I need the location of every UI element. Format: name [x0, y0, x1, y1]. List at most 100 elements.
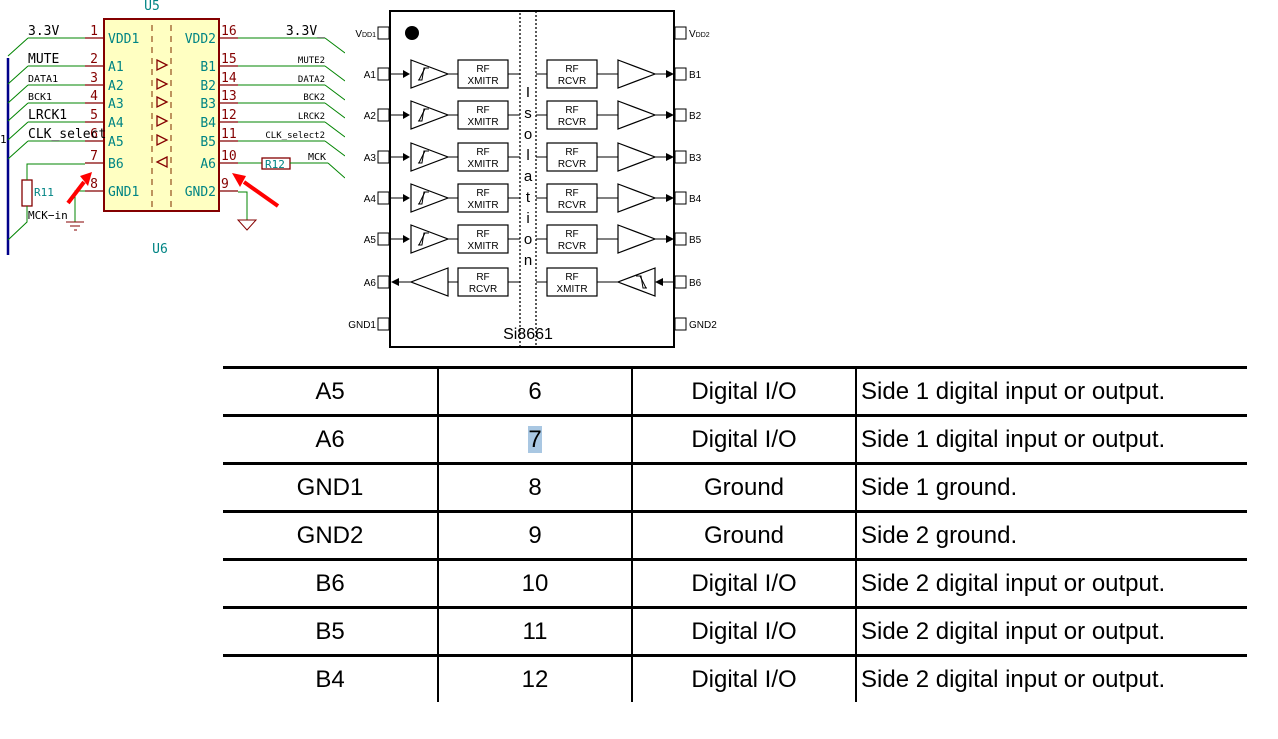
cell-text[interactable]: Digital I/O: [691, 665, 797, 693]
pin-number: 7: [90, 149, 98, 164]
pin-name-cell: GND1: [223, 462, 438, 513]
table-row: B4 12 Digital I/O Side 2 digital input or o…: [223, 654, 1247, 702]
pin-name: A4: [108, 116, 124, 131]
svg-text:a: a: [524, 168, 533, 185]
cell-text[interactable]: A6: [315, 425, 345, 453]
cell-text[interactable]: Ground: [703, 521, 785, 549]
schmitt-buffer-icon: [410, 59, 450, 89]
schmitt-buffer-icon: [410, 183, 450, 213]
pin-B1: B1: [674, 67, 702, 81]
ref-u6: U6: [152, 242, 168, 257]
svg-text:XMITR: XMITR: [467, 117, 498, 128]
pin-name-cell: B6: [223, 558, 438, 609]
pin-name: B1: [200, 60, 216, 75]
net-label: 3.3V: [28, 24, 59, 39]
svg-text:RF: RF: [476, 188, 489, 199]
pin-number: 2: [90, 52, 98, 67]
pin-A1: A1: [364, 67, 390, 81]
cell-text[interactable]: 10: [521, 569, 549, 597]
svg-text:A1: A1: [364, 70, 377, 81]
pin-name: B4: [200, 116, 216, 131]
pin-B5: B5: [674, 232, 702, 246]
cell-text[interactable]: 6: [528, 377, 542, 405]
part-number: Si8661: [503, 326, 553, 343]
svg-text:n: n: [524, 252, 532, 269]
output-buffer-icon: [617, 142, 657, 172]
svg-text:VDD2: VDD2: [689, 29, 710, 40]
svg-text:B6: B6: [689, 278, 702, 289]
cell-text[interactable]: B4: [315, 665, 345, 693]
cell-text[interactable]: Digital I/O: [691, 569, 797, 597]
table-row: GND1 8 Ground Side 1 ground.: [223, 462, 1247, 513]
pin-B2: B2: [674, 108, 702, 122]
pin-type-cell: Digital I/O: [631, 414, 856, 465]
pin-description-cell: Side 1 ground.: [855, 462, 1247, 513]
cell-text[interactable]: Digital I/O: [691, 617, 797, 645]
svg-text:XMITR: XMITR: [556, 284, 587, 295]
cell-text[interactable]: 7: [528, 425, 542, 453]
cell-text[interactable]: A5: [315, 377, 345, 405]
cell-text[interactable]: Side 2 ground.: [861, 521, 1018, 549]
cell-text[interactable]: 9: [528, 521, 542, 549]
pin-number: 3: [90, 71, 98, 86]
cell-text[interactable]: Digital I/O: [691, 425, 797, 453]
pin-number: 1: [90, 24, 98, 39]
table-row: B5 11 Digital I/O Side 2 digital input or o…: [223, 606, 1247, 657]
cell-text[interactable]: Side 1 digital input or output.: [861, 425, 1166, 453]
net-label: MUTE: [28, 52, 59, 67]
svg-text:B1: B1: [689, 70, 702, 81]
vdd2-pin: VDD2: [674, 26, 710, 40]
pin-name: B6: [108, 157, 124, 172]
cell-text[interactable]: B6: [315, 569, 345, 597]
pin-name: VDD1: [108, 32, 139, 47]
output-buffer-icon: [617, 100, 657, 130]
cell-text[interactable]: Side 1 digital input or output.: [861, 377, 1166, 405]
cell-text[interactable]: 12: [521, 665, 549, 693]
cell-text[interactable]: Ground: [703, 473, 785, 501]
svg-text:RF: RF: [476, 147, 489, 158]
pin-description-cell: Side 2 ground.: [855, 510, 1247, 561]
pin-number-cell: 6: [437, 366, 632, 417]
cell-text[interactable]: GND1: [296, 473, 364, 501]
cell-text[interactable]: Side 2 digital input or output.: [861, 617, 1166, 645]
pin-name: B2: [200, 79, 216, 94]
pin-number-cell: 11: [437, 606, 632, 657]
net-label: LRCK1: [28, 108, 67, 123]
pin-number-cell: 9: [437, 510, 632, 561]
svg-text:A6: A6: [364, 278, 377, 289]
cell-text[interactable]: 8: [528, 473, 542, 501]
net-label: DATA1: [28, 74, 58, 85]
cell-text[interactable]: GND2: [296, 521, 364, 549]
svg-text:XMITR: XMITR: [467, 200, 498, 211]
cell-text[interactable]: Digital I/O: [691, 377, 797, 405]
pin-B4: B4: [674, 191, 702, 205]
svg-text:RF: RF: [476, 64, 489, 75]
cell-text[interactable]: Side 2 digital input or output.: [861, 569, 1166, 597]
isolation-barrier: [519, 10, 537, 348]
cell-text[interactable]: B5: [315, 617, 345, 645]
svg-text:RCVR: RCVR: [558, 241, 586, 252]
svg-text:RCVR: RCVR: [558, 159, 586, 170]
net-label: DATA2: [298, 75, 325, 85]
pin-number-cell: 8: [437, 462, 632, 513]
pin-description-cell: Side 2 digital input or output.: [855, 606, 1247, 657]
pin-B3: B3: [674, 150, 702, 164]
pin-name: GND1: [108, 185, 139, 200]
buffer-triangle-icon: [156, 114, 169, 128]
pin-type-cell: Ground: [631, 510, 856, 561]
cell-text[interactable]: Side 1 ground.: [861, 473, 1018, 501]
output-buffer-icon: [617, 59, 657, 89]
svg-text:B3: B3: [689, 153, 702, 164]
pin-B6: B6: [674, 275, 702, 289]
cell-text[interactable]: Side 2 digital input or output.: [861, 665, 1166, 693]
cell-text[interactable]: 11: [522, 617, 548, 645]
